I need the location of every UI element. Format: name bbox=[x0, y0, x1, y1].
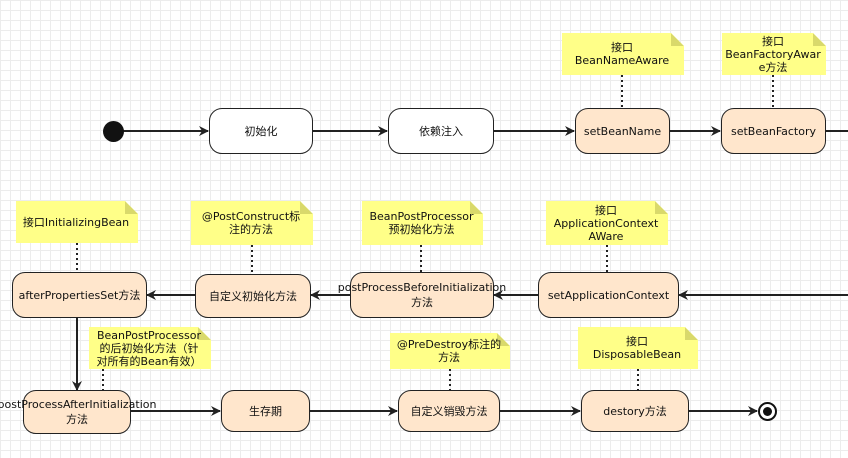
node-post-process-after: postProcessAfterInitialization方法 bbox=[0, 390, 157, 434]
note-initializing-bean: 接口InitializingBean bbox=[16, 201, 138, 243]
node-set-bean-name: setBeanName bbox=[575, 108, 670, 154]
node-post-process-before: postProcessBeforeInitialization方法 bbox=[338, 272, 506, 318]
note-bean-name-aware: 接口 BeanNameAware bbox=[562, 33, 684, 75]
note-disposable-bean: 接口 DisposableBean bbox=[578, 327, 698, 369]
start-node bbox=[103, 121, 124, 142]
note-bean-post-processor-pre: BeanPostProcessor 预初始化方法 bbox=[362, 201, 483, 245]
node-init: 初始化 bbox=[209, 108, 313, 154]
note-post-construct: @PostConstruct标 注的方法 bbox=[191, 201, 313, 245]
node-set-bean-factory: setBeanFactory bbox=[721, 108, 826, 154]
note-pre-destroy: @PreDestroy标注的 方法 bbox=[390, 333, 510, 369]
node-after-properties-set: afterPropertiesSet方法 bbox=[12, 272, 147, 318]
node-lifetime: 生存期 bbox=[221, 390, 310, 432]
end-node bbox=[758, 402, 777, 421]
note-bean-post-processor-post: BeanPostProcessor 的后初始化方法（针 对所有的Bean有效） bbox=[89, 327, 211, 369]
node-custom-destroy: 自定义销毁方法 bbox=[398, 390, 500, 432]
node-dependency-injection: 依赖注入 bbox=[388, 108, 494, 154]
note-bean-factory-aware: 接口 BeanFactoryAwar e方法 bbox=[722, 33, 826, 75]
node-set-application-context: setApplicationContext bbox=[538, 272, 679, 318]
note-application-context-aware: 接口 ApplicationContext AWare bbox=[546, 201, 668, 245]
node-custom-init: 自定义初始化方法 bbox=[195, 274, 311, 318]
node-destroy: destory方法 bbox=[581, 390, 689, 432]
